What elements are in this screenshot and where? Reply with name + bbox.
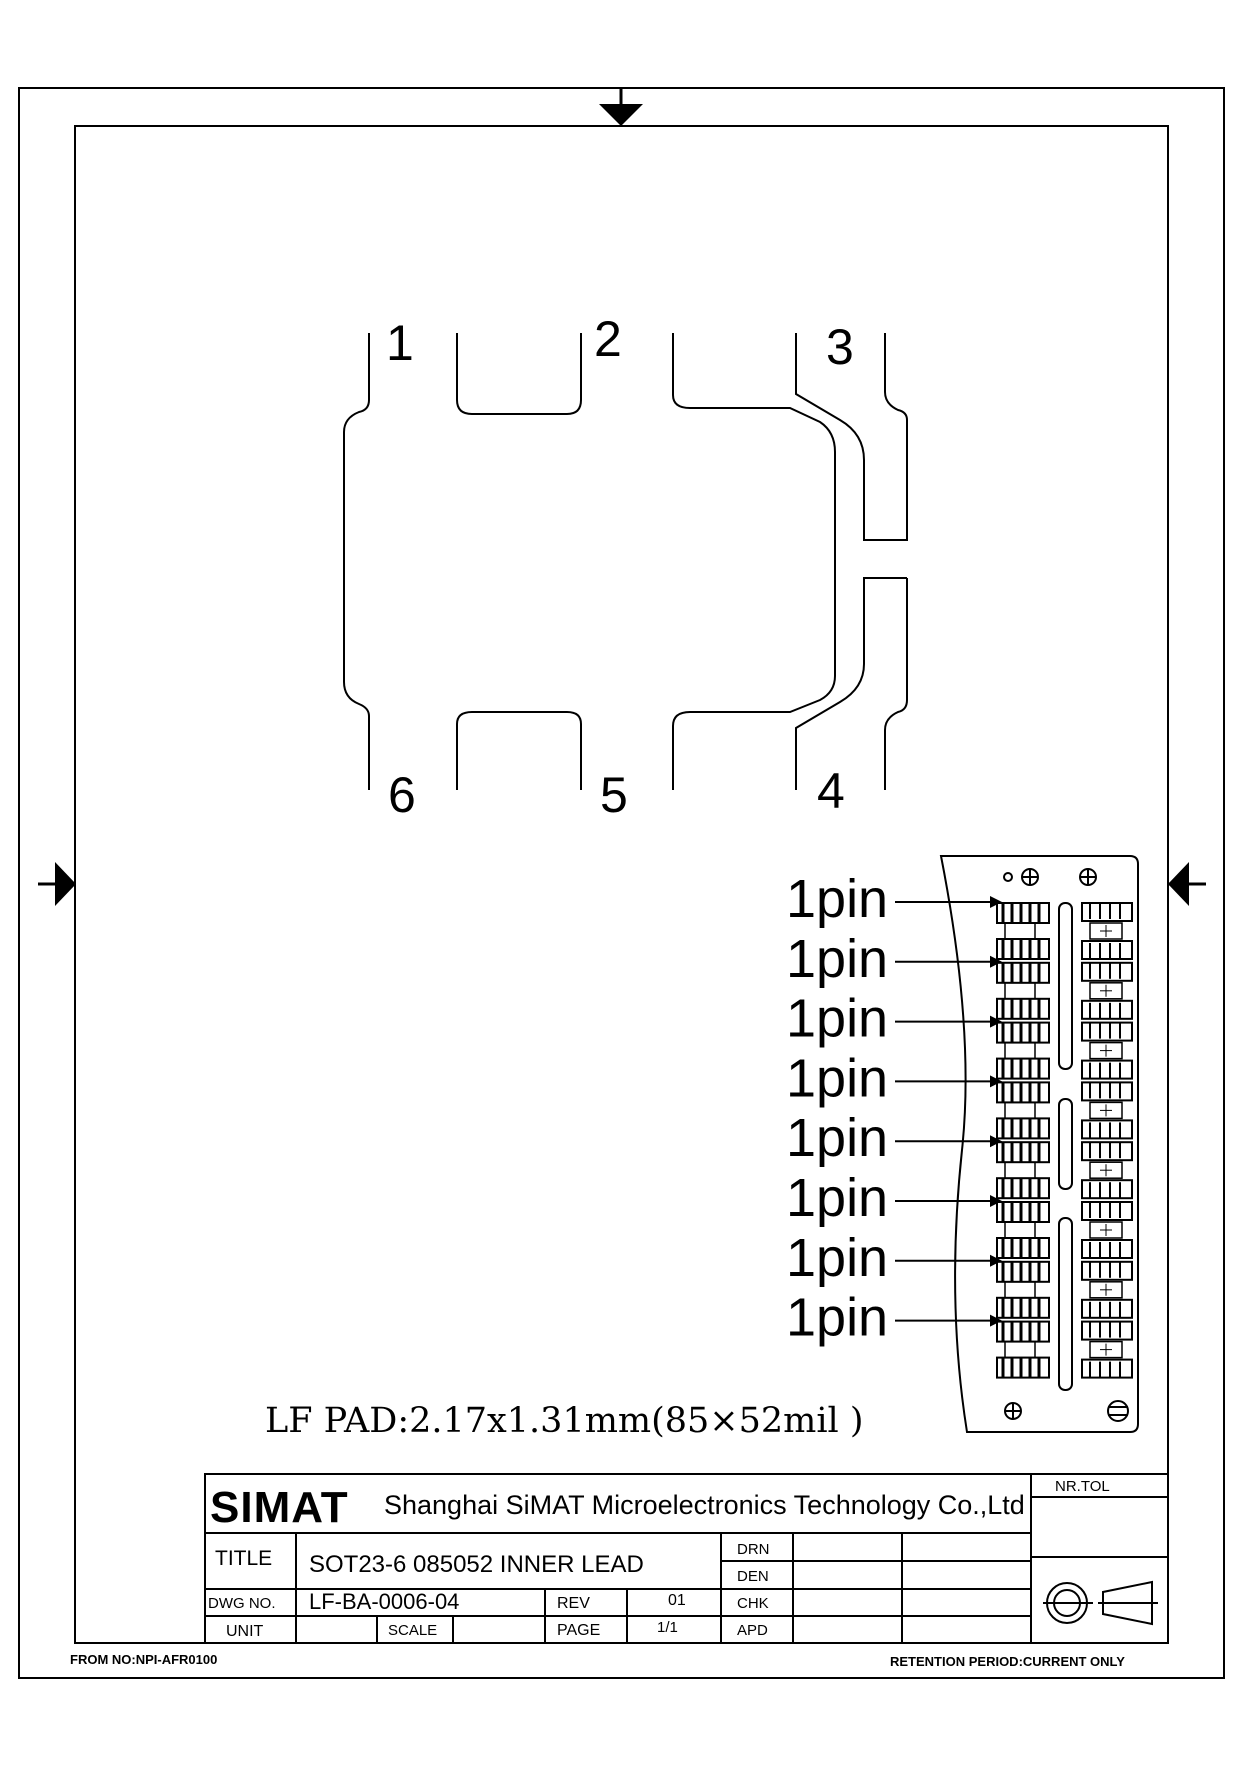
strip-right-top	[1081, 902, 1133, 922]
scale-label: SCALE	[388, 1622, 437, 1639]
page-value: 1/1	[657, 1619, 678, 1636]
strip-pad	[1004, 922, 1036, 940]
title-block	[204, 1473, 1169, 1644]
lead-label-2: 2	[594, 311, 622, 367]
pin-leader-arrow	[990, 1015, 1002, 1028]
retention-period: RETENTION PERIOD:CURRENT ONLY	[890, 1654, 1125, 1669]
pin-label: 1pin	[786, 929, 888, 989]
strip-lead-block-bottom	[996, 1177, 1050, 1200]
strip-lead-block-top	[996, 1201, 1050, 1223]
strip-right-bottom	[1081, 1119, 1133, 1140]
strip-right-pad	[1089, 1281, 1123, 1299]
strip-right-pad	[1089, 1101, 1123, 1120]
strip-right-pad	[1089, 1221, 1123, 1239]
svg-text:SIMAT: SIMAT	[210, 1483, 349, 1532]
strip-lead-block-top	[996, 902, 1050, 924]
lead-frame-outline	[343, 333, 908, 790]
lead-label-3: 3	[826, 319, 854, 375]
pin-leader-arrow	[990, 1254, 1002, 1267]
strip-right-pad	[1089, 1340, 1123, 1359]
pin-label: 1pin	[786, 989, 888, 1049]
lead-label-1: 1	[386, 315, 414, 371]
strip-right-pad	[1089, 1161, 1123, 1179]
strip-lead-block-bottom	[996, 997, 1050, 1020]
rev-value: 01	[668, 1592, 686, 1609]
pin-leader-arrow	[990, 1314, 1002, 1327]
strip-right-bottom	[1081, 999, 1133, 1020]
strip-pad	[1004, 1101, 1036, 1120]
strip-right-bottom	[1081, 1059, 1133, 1080]
strip-lead-block-bottom	[996, 1117, 1050, 1140]
dwg-no-label: DWG NO.	[208, 1595, 276, 1612]
strip-lead-block-top	[996, 1320, 1050, 1343]
pin-leader-arrow	[990, 1195, 1002, 1207]
pin-label: 1pin	[786, 1108, 888, 1168]
strip-right-top	[1081, 1081, 1133, 1102]
right-center-arrow	[1168, 862, 1206, 906]
strip-lead-block-bottom	[996, 1057, 1050, 1080]
pin-leader-arrow	[990, 1135, 1002, 1148]
strip-pad	[1004, 1281, 1036, 1299]
strip-right-bottom	[1081, 1298, 1133, 1319]
strip-pad	[1004, 982, 1036, 1000]
strip-right-bottom	[1081, 940, 1133, 960]
strip-right-pad	[1089, 1041, 1123, 1060]
pin-label: 1pin	[786, 1228, 888, 1288]
strip-lead-block-bottom	[996, 1356, 1050, 1379]
strip-units	[996, 902, 1133, 1379]
strip-right-top	[1081, 1201, 1133, 1221]
apd-label: APD	[737, 1622, 768, 1639]
strip-right-pad	[1089, 982, 1123, 1000]
lead-label-5: 5	[600, 767, 628, 823]
strip-right-pad	[1089, 922, 1123, 940]
strip-lead-block-top	[996, 1141, 1050, 1164]
strip-lead-block-top	[996, 1081, 1050, 1104]
strip-pad	[1004, 1161, 1036, 1179]
form-number: FROM NO:NPI-AFR0100	[70, 1652, 217, 1667]
strip-lead-block-top	[996, 1021, 1050, 1044]
pin-label: 1pin	[786, 1168, 888, 1228]
strip-right-bottom	[1081, 1179, 1133, 1200]
pin-leader-arrow	[990, 955, 1002, 968]
strip-lead-block-bottom	[996, 1237, 1050, 1259]
strip-lead-block-top	[996, 961, 1050, 984]
strip-right-top	[1081, 1260, 1133, 1281]
lead-label-4: 4	[817, 763, 845, 819]
strip-right-top	[1081, 1320, 1133, 1341]
lead-label-6: 6	[388, 767, 416, 823]
pad-dimension-note: LF PAD:2.17x1.31mm(85×52mil )	[265, 1401, 864, 1441]
nr-tol-label: NR.TOL	[1055, 1478, 1110, 1495]
pin-label: 1pin	[786, 869, 888, 929]
chk-label: CHK	[737, 1595, 769, 1612]
pin-label: 1pin	[786, 1288, 888, 1348]
strip-pad	[1004, 1340, 1036, 1359]
pin-label: 1pin	[786, 1048, 888, 1108]
strip-lead-block-bottom	[996, 938, 1050, 960]
strip-pad	[1004, 1221, 1036, 1239]
title-value: SOT23-6 085052 INNER LEAD	[309, 1551, 644, 1578]
company-name: Shanghai SiMAT Microelectronics Technolo…	[384, 1490, 1025, 1520]
rev-label: REV	[557, 1595, 590, 1612]
drn-label: DRN	[737, 1541, 770, 1558]
dwg-no-value: LF-BA-0006-04	[309, 1589, 459, 1614]
den-label: DEN	[737, 1568, 769, 1585]
title-label: TITLE	[215, 1547, 272, 1570]
strip-right-top	[1081, 1141, 1133, 1162]
strip-right-bottom	[1081, 1358, 1133, 1379]
strip-pad	[1004, 1041, 1036, 1060]
strip-lead-block-bottom	[996, 1296, 1050, 1319]
simat-logo: SIMAT	[210, 1483, 349, 1532]
strip-right-top	[1081, 961, 1133, 982]
strip-right-top	[1081, 1021, 1133, 1042]
left-center-arrow	[38, 862, 76, 906]
top-center-arrow	[599, 88, 643, 126]
pin-leader-arrow	[990, 1075, 1002, 1088]
page-label: PAGE	[557, 1622, 600, 1639]
strip-right-bottom	[1081, 1239, 1133, 1259]
unit-label: UNIT	[226, 1623, 264, 1640]
strip-lead-block-top	[996, 1260, 1050, 1283]
pin-leader-arrow	[990, 896, 1002, 908]
